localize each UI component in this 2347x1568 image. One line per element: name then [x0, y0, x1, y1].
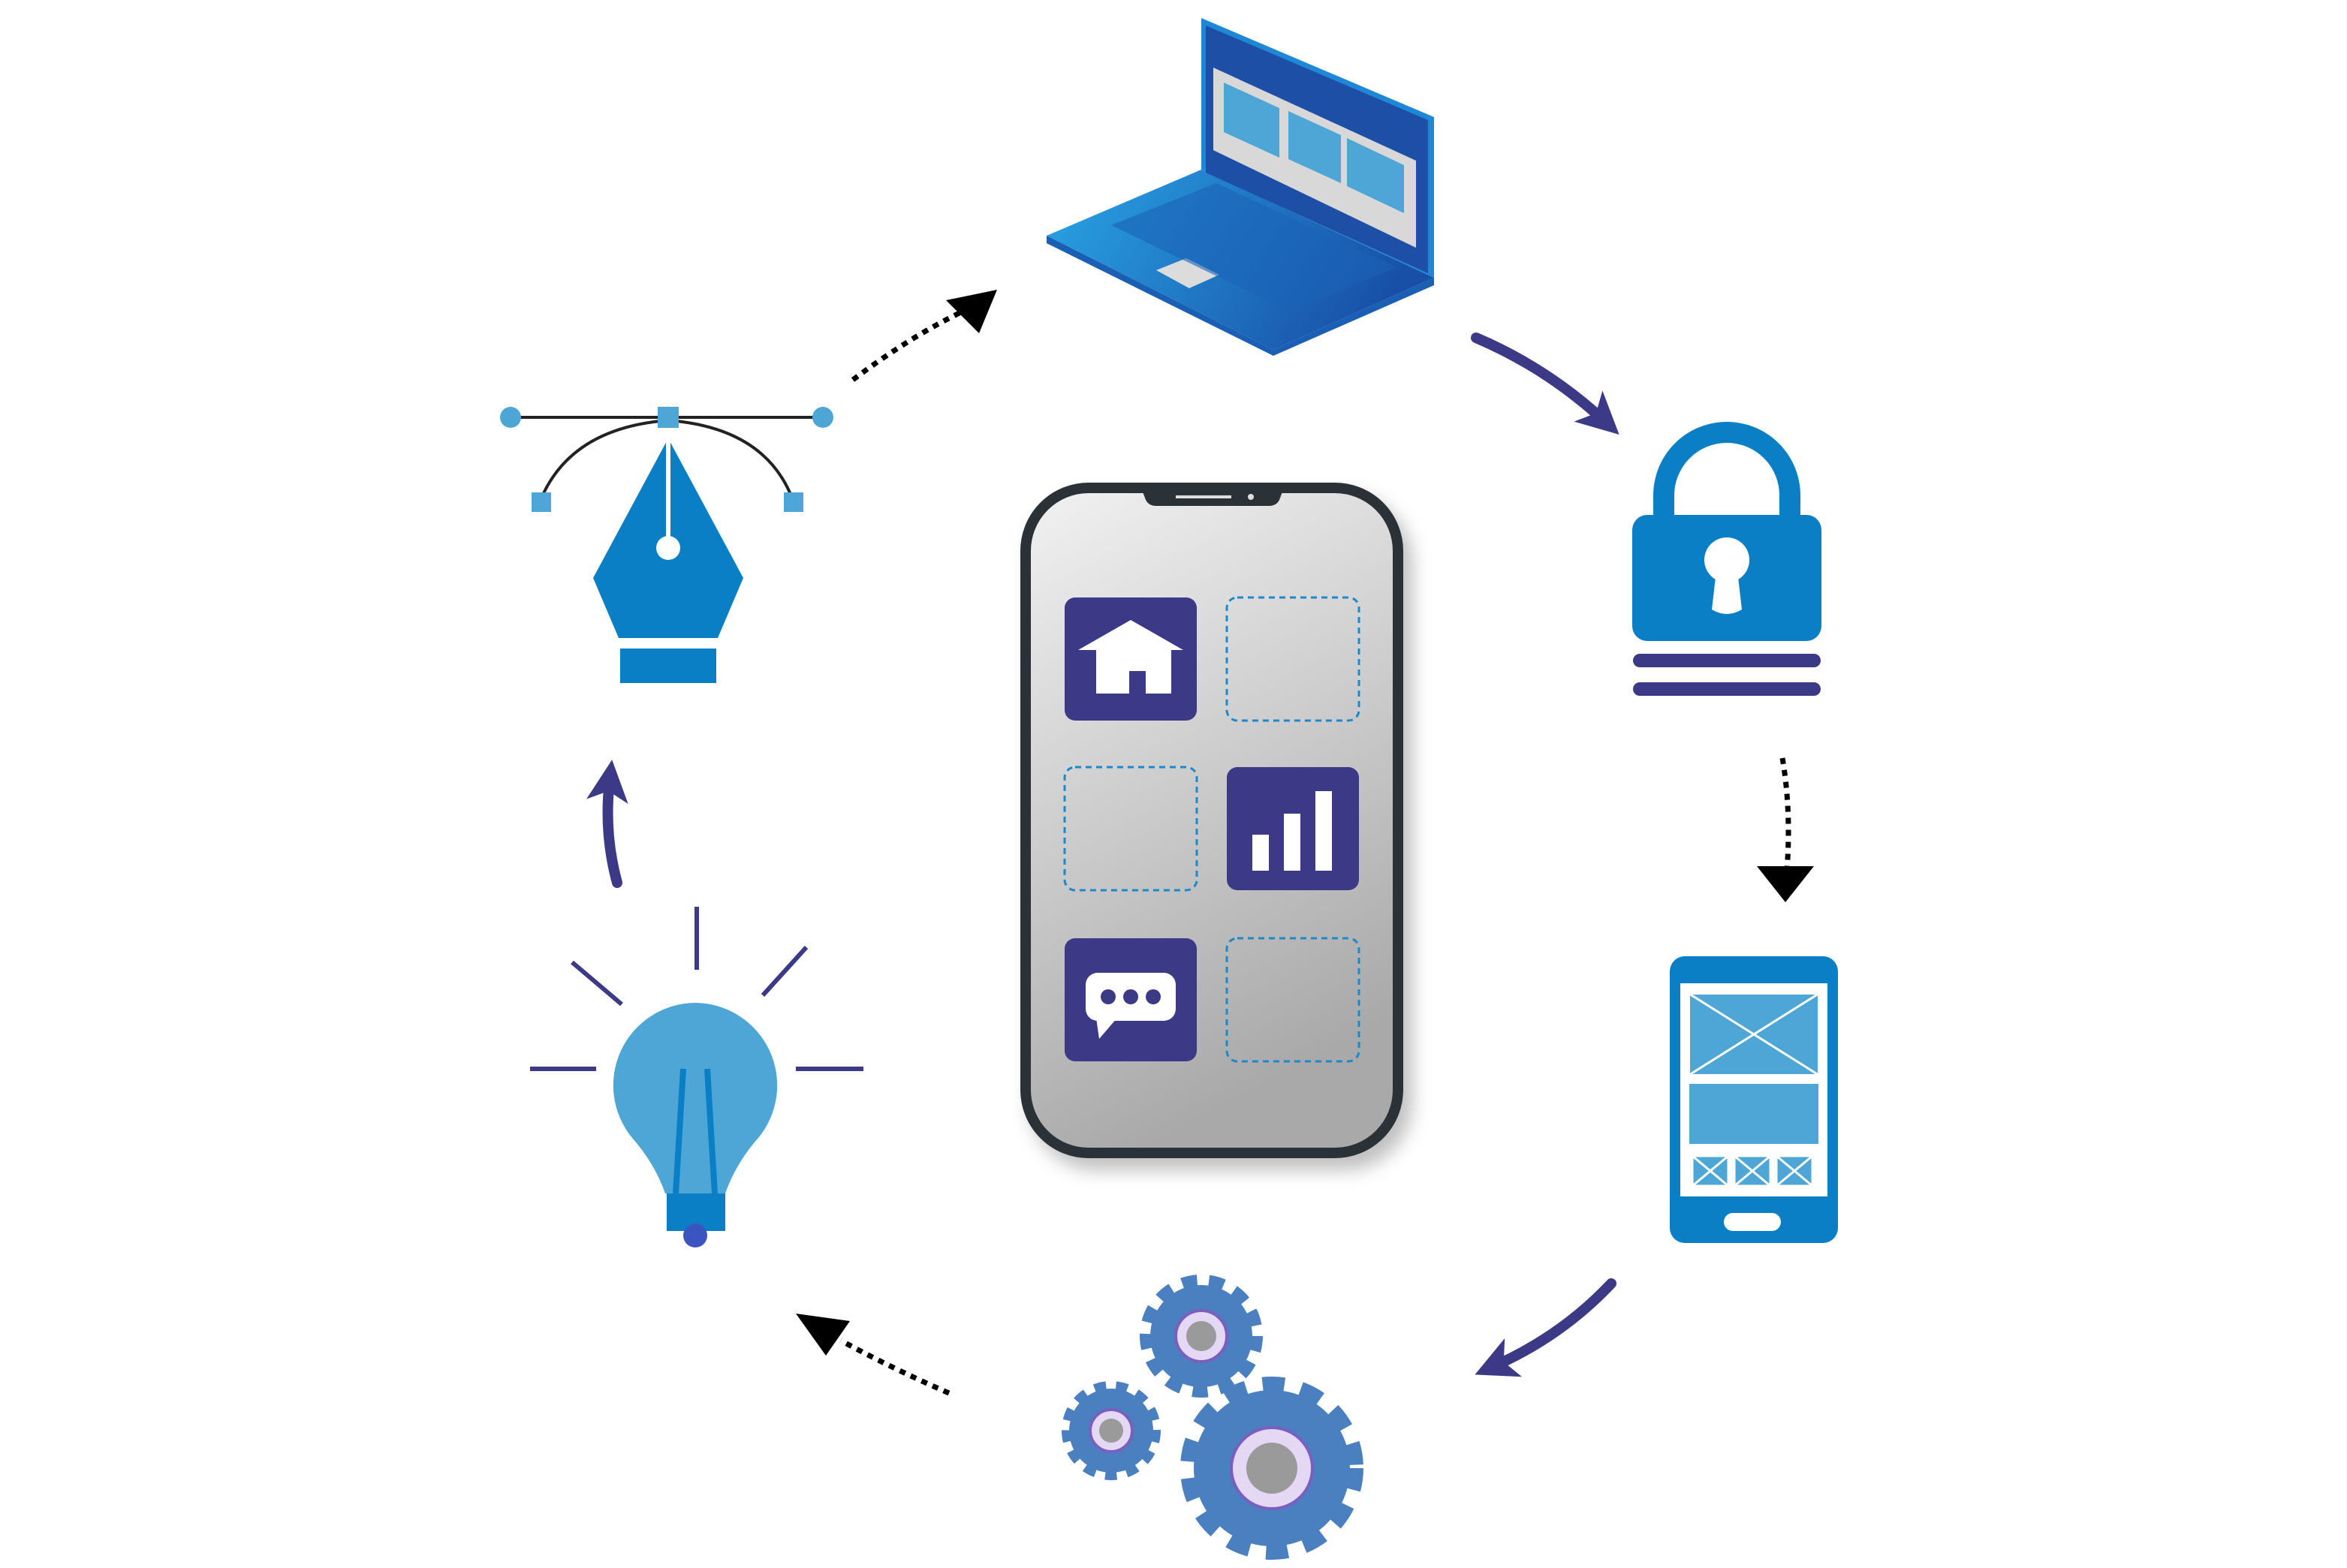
arrowhead: [1757, 866, 1814, 902]
app-tile-chat[interactable]: [1065, 938, 1197, 1061]
pen-tool-icon: [500, 407, 833, 683]
app-tile-chart[interactable]: [1227, 767, 1359, 890]
dotted-arrow: [851, 309, 963, 382]
empty-app-slot: [1225, 937, 1360, 1063]
home-icon: [1078, 620, 1183, 694]
solid-arrow: [586, 760, 628, 888]
dotted-arrow: [1779, 757, 1791, 871]
lightbulb-icon: [530, 907, 863, 1247]
solid-arrow: [1475, 1278, 1616, 1377]
solid-arrow: [1471, 333, 1619, 435]
bar-chart-icon: [1252, 791, 1332, 871]
arrowhead: [946, 290, 997, 333]
app-tile-home[interactable]: [1065, 597, 1197, 721]
dotted-arrow: [839, 1338, 951, 1396]
empty-app-slot: [1225, 596, 1360, 722]
chat-bubble-icon: [1086, 973, 1176, 1039]
arrowhead: [796, 1314, 850, 1356]
gears-icon: [1062, 1275, 1363, 1560]
lock-icon: [1632, 422, 1821, 696]
laptop-icon: [1047, 18, 1434, 356]
empty-app-slot: [1063, 766, 1198, 892]
mobile-wireframe-icon: [1670, 956, 1838, 1243]
